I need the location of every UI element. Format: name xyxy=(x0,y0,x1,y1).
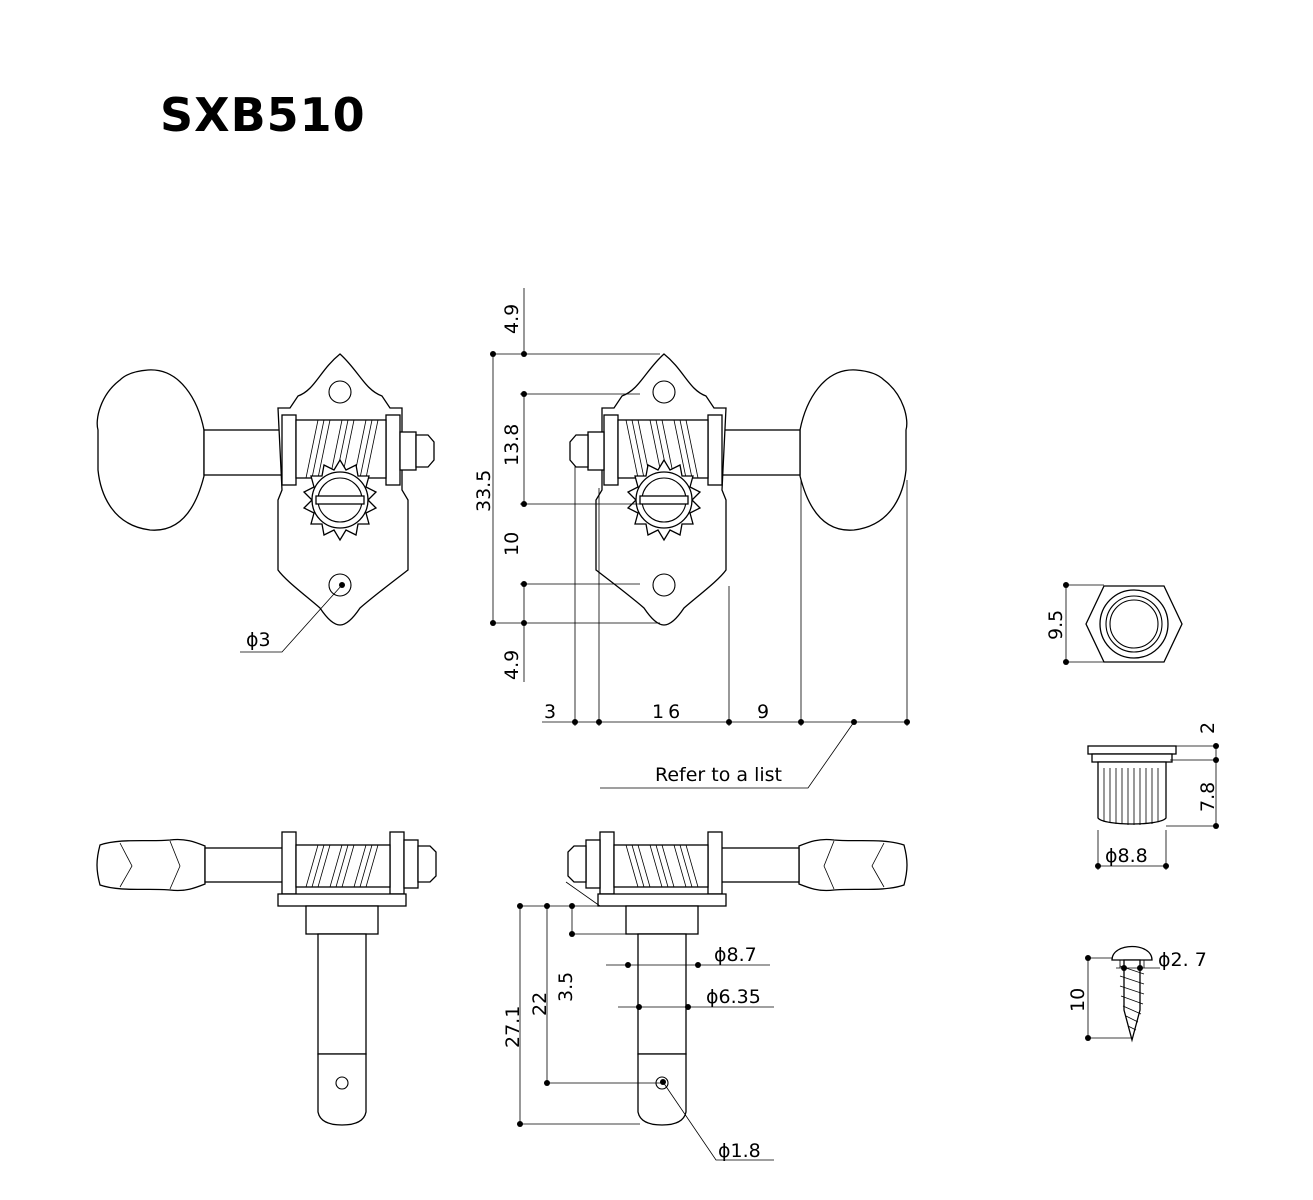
dim-bushing-flange: 2 xyxy=(1197,722,1219,734)
dim-total-length: 27.1 xyxy=(502,1006,524,1048)
dim-plate-width: 16 xyxy=(652,701,684,723)
side-view-left xyxy=(96,831,437,1126)
front-view-left xyxy=(96,353,435,626)
dim-screw-length: 10 xyxy=(1067,988,1089,1012)
dim-screw-diameter: ϕ2. 7 xyxy=(1158,949,1207,971)
dim-lower-span: 10 xyxy=(501,532,523,556)
front-horizontal-dimensions xyxy=(542,466,910,789)
dim-height-total: 33.5 xyxy=(473,470,495,512)
bushing xyxy=(1087,743,1219,870)
hex-nut xyxy=(1063,582,1183,665)
front-vertical-dimensions xyxy=(490,288,660,682)
dim-shaft-length: 9 xyxy=(757,701,769,723)
dim-top-margin: 4.9 xyxy=(501,304,523,334)
callout-refer-list: Refer to a list xyxy=(655,764,782,786)
dim-bushing-height: 7.8 xyxy=(1197,782,1219,812)
dim-collar-dia: ϕ8.7 xyxy=(714,944,757,966)
dim-offset-left: 3 xyxy=(544,701,556,723)
side-view-right xyxy=(567,831,908,1126)
dim-bushing-diameter: ϕ8.8 xyxy=(1105,845,1148,867)
dim-upper-span: 13.8 xyxy=(501,424,523,466)
drawing-title: SXB510 xyxy=(160,88,366,142)
side-dimensions xyxy=(517,881,774,1161)
screw xyxy=(1085,946,1160,1043)
dim-string-hole: ϕ1.8 xyxy=(718,1140,761,1162)
dim-hex-width: 9.5 xyxy=(1045,610,1067,640)
dim-collar: 3.5 xyxy=(555,972,577,1002)
dim-bottom-margin: 4.9 xyxy=(501,650,523,680)
dim-post-dia: ϕ6.35 xyxy=(706,986,761,1008)
mount-hole-leader xyxy=(240,584,343,653)
mount-hole-label: ϕ3 xyxy=(246,629,271,651)
dim-post-length: 22 xyxy=(529,992,551,1016)
